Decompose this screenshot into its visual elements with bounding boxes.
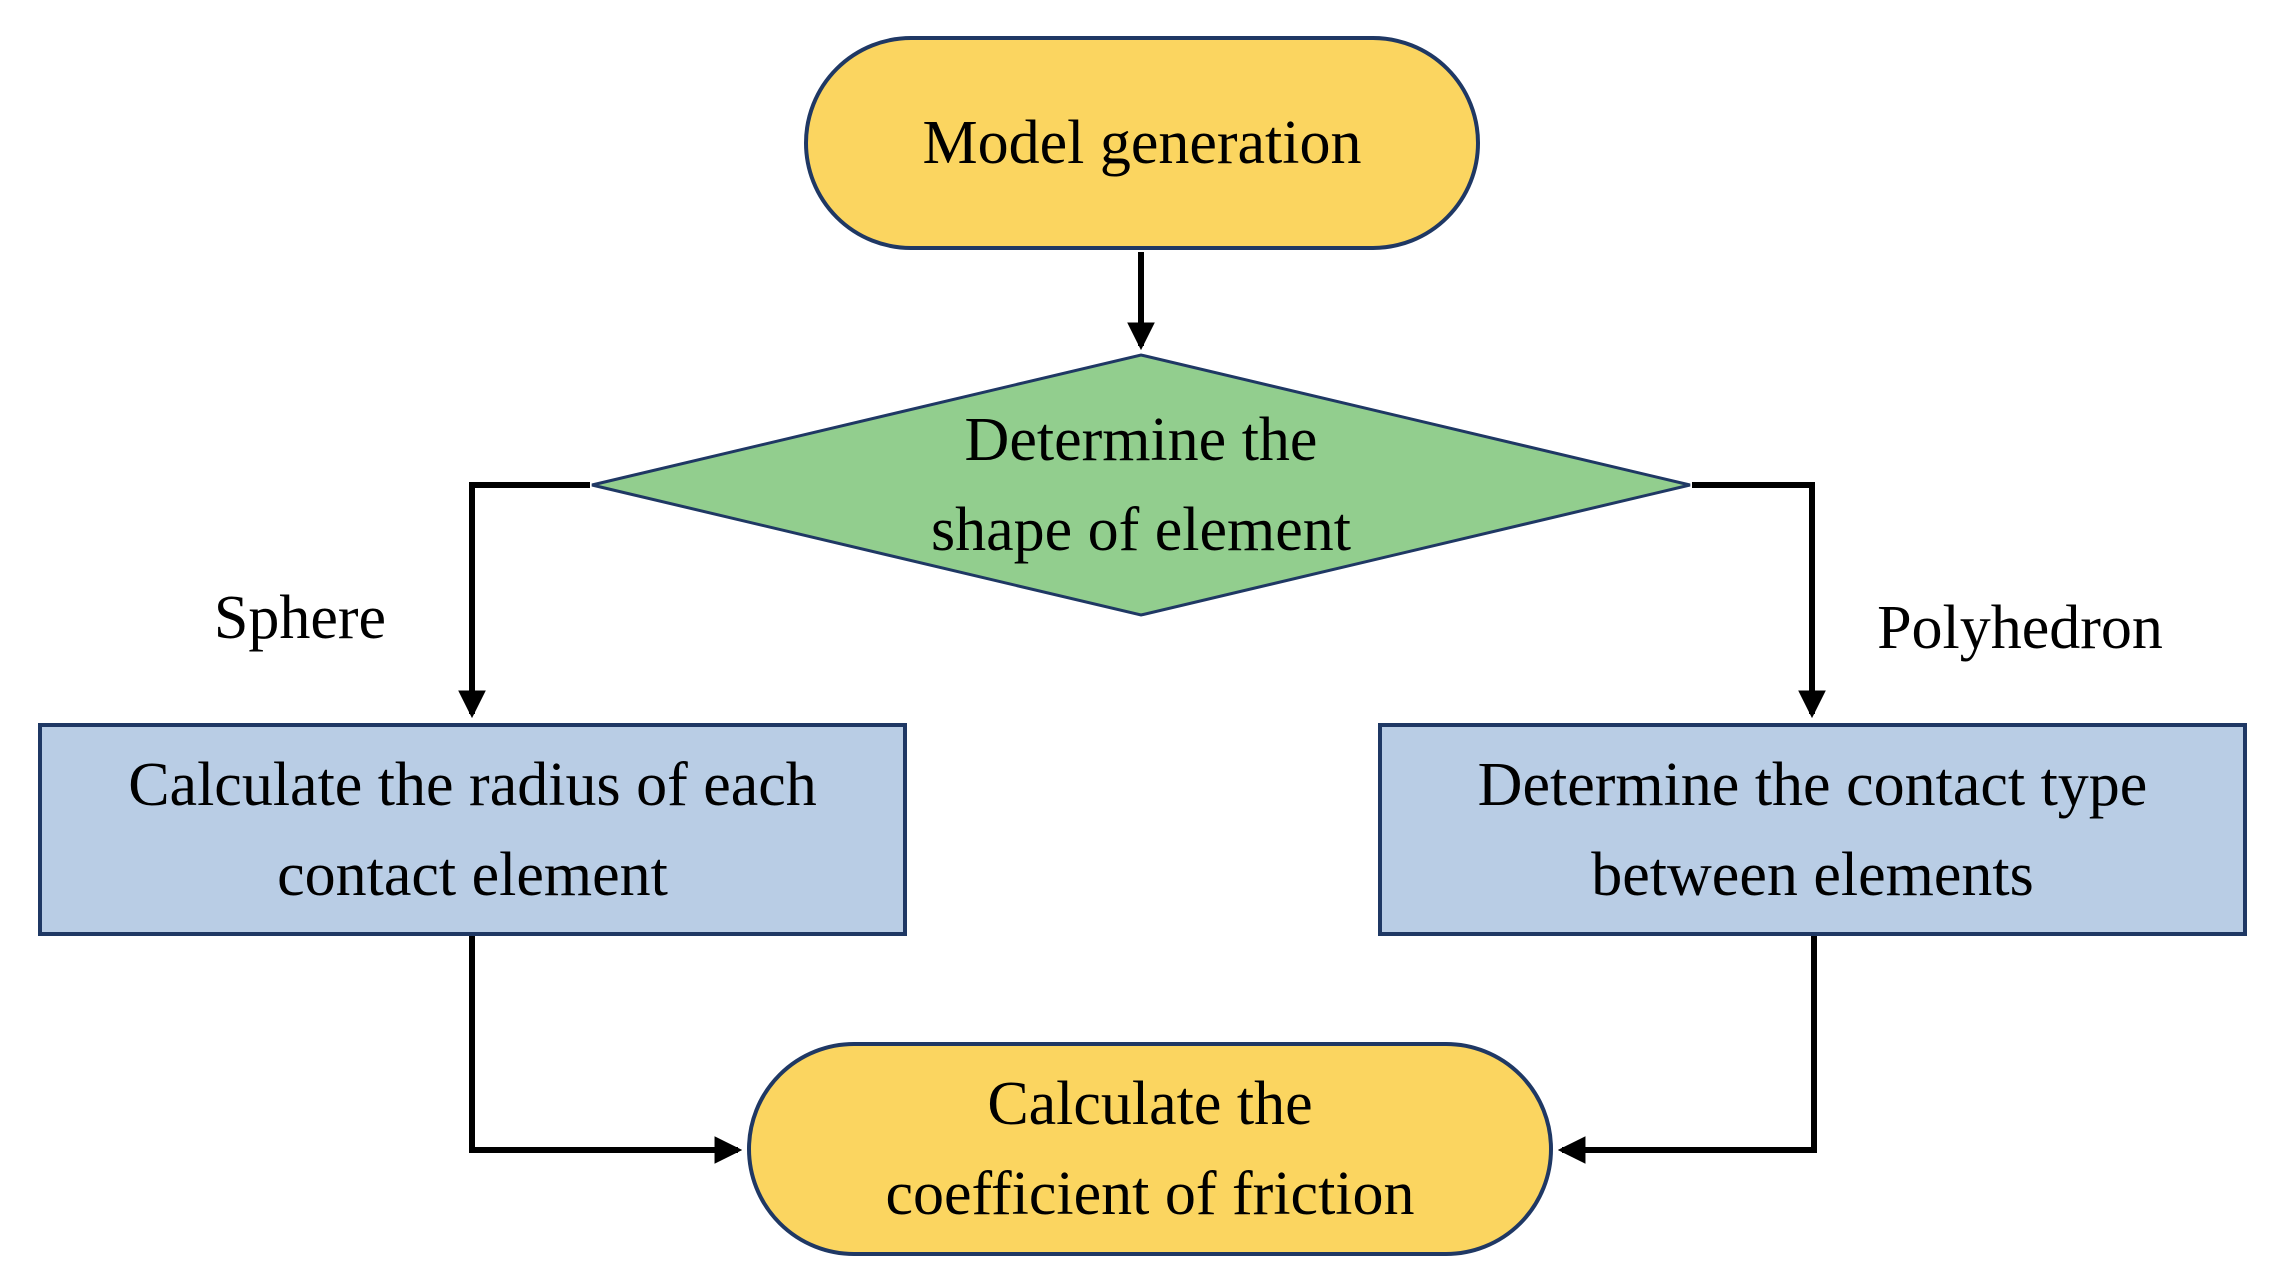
node-determine-shape: Determine the shape of element [841,385,1441,585]
node-label-line: Calculate the radius of each [128,750,817,819]
node-model-generation: Model generation [804,36,1480,250]
node-label-line: coefficient of friction [885,1160,1415,1228]
node-label-line: Determine the contact type [1477,750,2148,819]
node-calculate-radius: Calculate the radius of each contact ele… [38,723,907,936]
node-label-line: Model generation [922,109,1362,177]
node-label-line: contact element [277,840,668,909]
connector-decision-to-right-process [1692,482,1826,719]
node-determine-contact-type: Determine the contact type between eleme… [1378,723,2247,936]
connector-right-process-to-end [1557,936,1817,1164]
edge-label-sphere: Sphere [213,584,387,652]
connector-decision-to-left-process [458,482,590,719]
decision-diamond-shape [591,353,1691,617]
edge-label-polyhedron: Polyhedron [1877,594,2163,662]
node-label-line: shape of element [930,496,1352,564]
node-calculate-coefficient-of-friction: Calculate the coefficient of friction [747,1042,1553,1256]
connector-left-process-to-end [469,936,743,1164]
node-label-line: between elements [1591,840,2034,909]
node-label-line: Calculate the [987,1070,1313,1138]
node-label-line: Determine the [964,406,1318,474]
